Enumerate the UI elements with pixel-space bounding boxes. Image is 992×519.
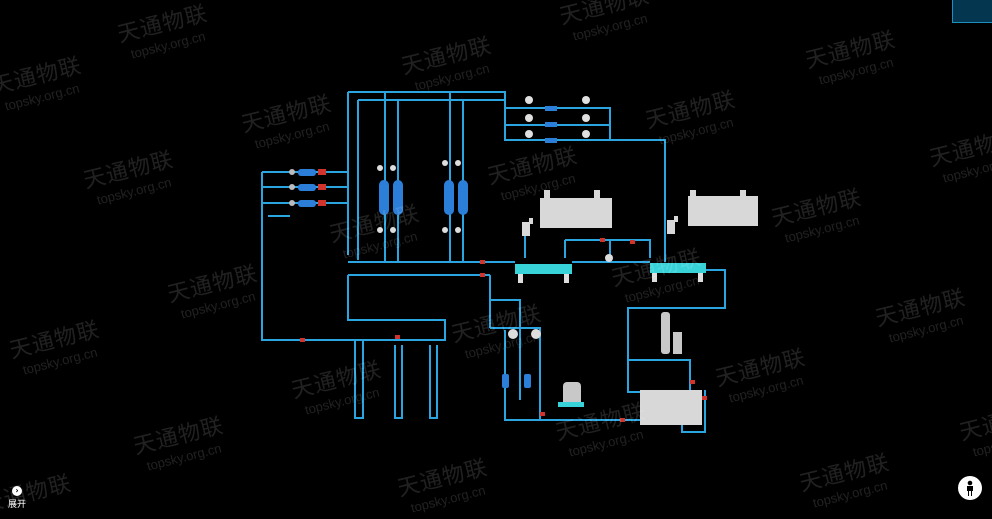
gas-cylinders	[558, 312, 682, 407]
user-icon	[967, 480, 973, 496]
storage-tanks	[522, 190, 758, 425]
filter-columns	[377, 160, 468, 233]
user-button[interactable]	[958, 476, 982, 500]
expand-button[interactable]: › 展开	[4, 486, 30, 510]
pumps	[502, 329, 541, 388]
chevron-right-icon: ›	[12, 486, 22, 496]
pipe-network	[261, 91, 726, 433]
corner-panel[interactable]	[952, 0, 992, 23]
valve-marks	[300, 238, 707, 422]
inlet-valves	[289, 169, 326, 207]
pressure-gauges	[525, 96, 590, 143]
manifolds	[515, 254, 706, 283]
expand-label: 展开	[7, 500, 26, 510]
